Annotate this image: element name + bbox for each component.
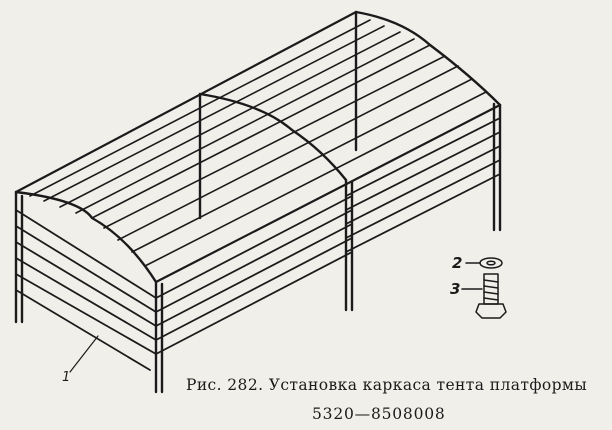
callout-1: 1 (62, 370, 71, 385)
figure-caption: Рис. 282. Установка каркаса тента платфо… (186, 376, 588, 394)
callout-3: 3 (450, 280, 461, 298)
roof-slats (29, 19, 487, 267)
washer-part (465, 257, 503, 269)
part-number: 5320—8508008 (312, 405, 446, 423)
vertical-posts (14, 10, 502, 394)
callout-1-leader (69, 335, 99, 373)
roof-arches (14, 10, 502, 284)
side-boards (155, 117, 501, 355)
roof-side-rails (14, 10, 502, 284)
bolt-part (461, 273, 507, 319)
end-boards (15, 209, 157, 371)
callout-2: 2 (452, 254, 463, 272)
